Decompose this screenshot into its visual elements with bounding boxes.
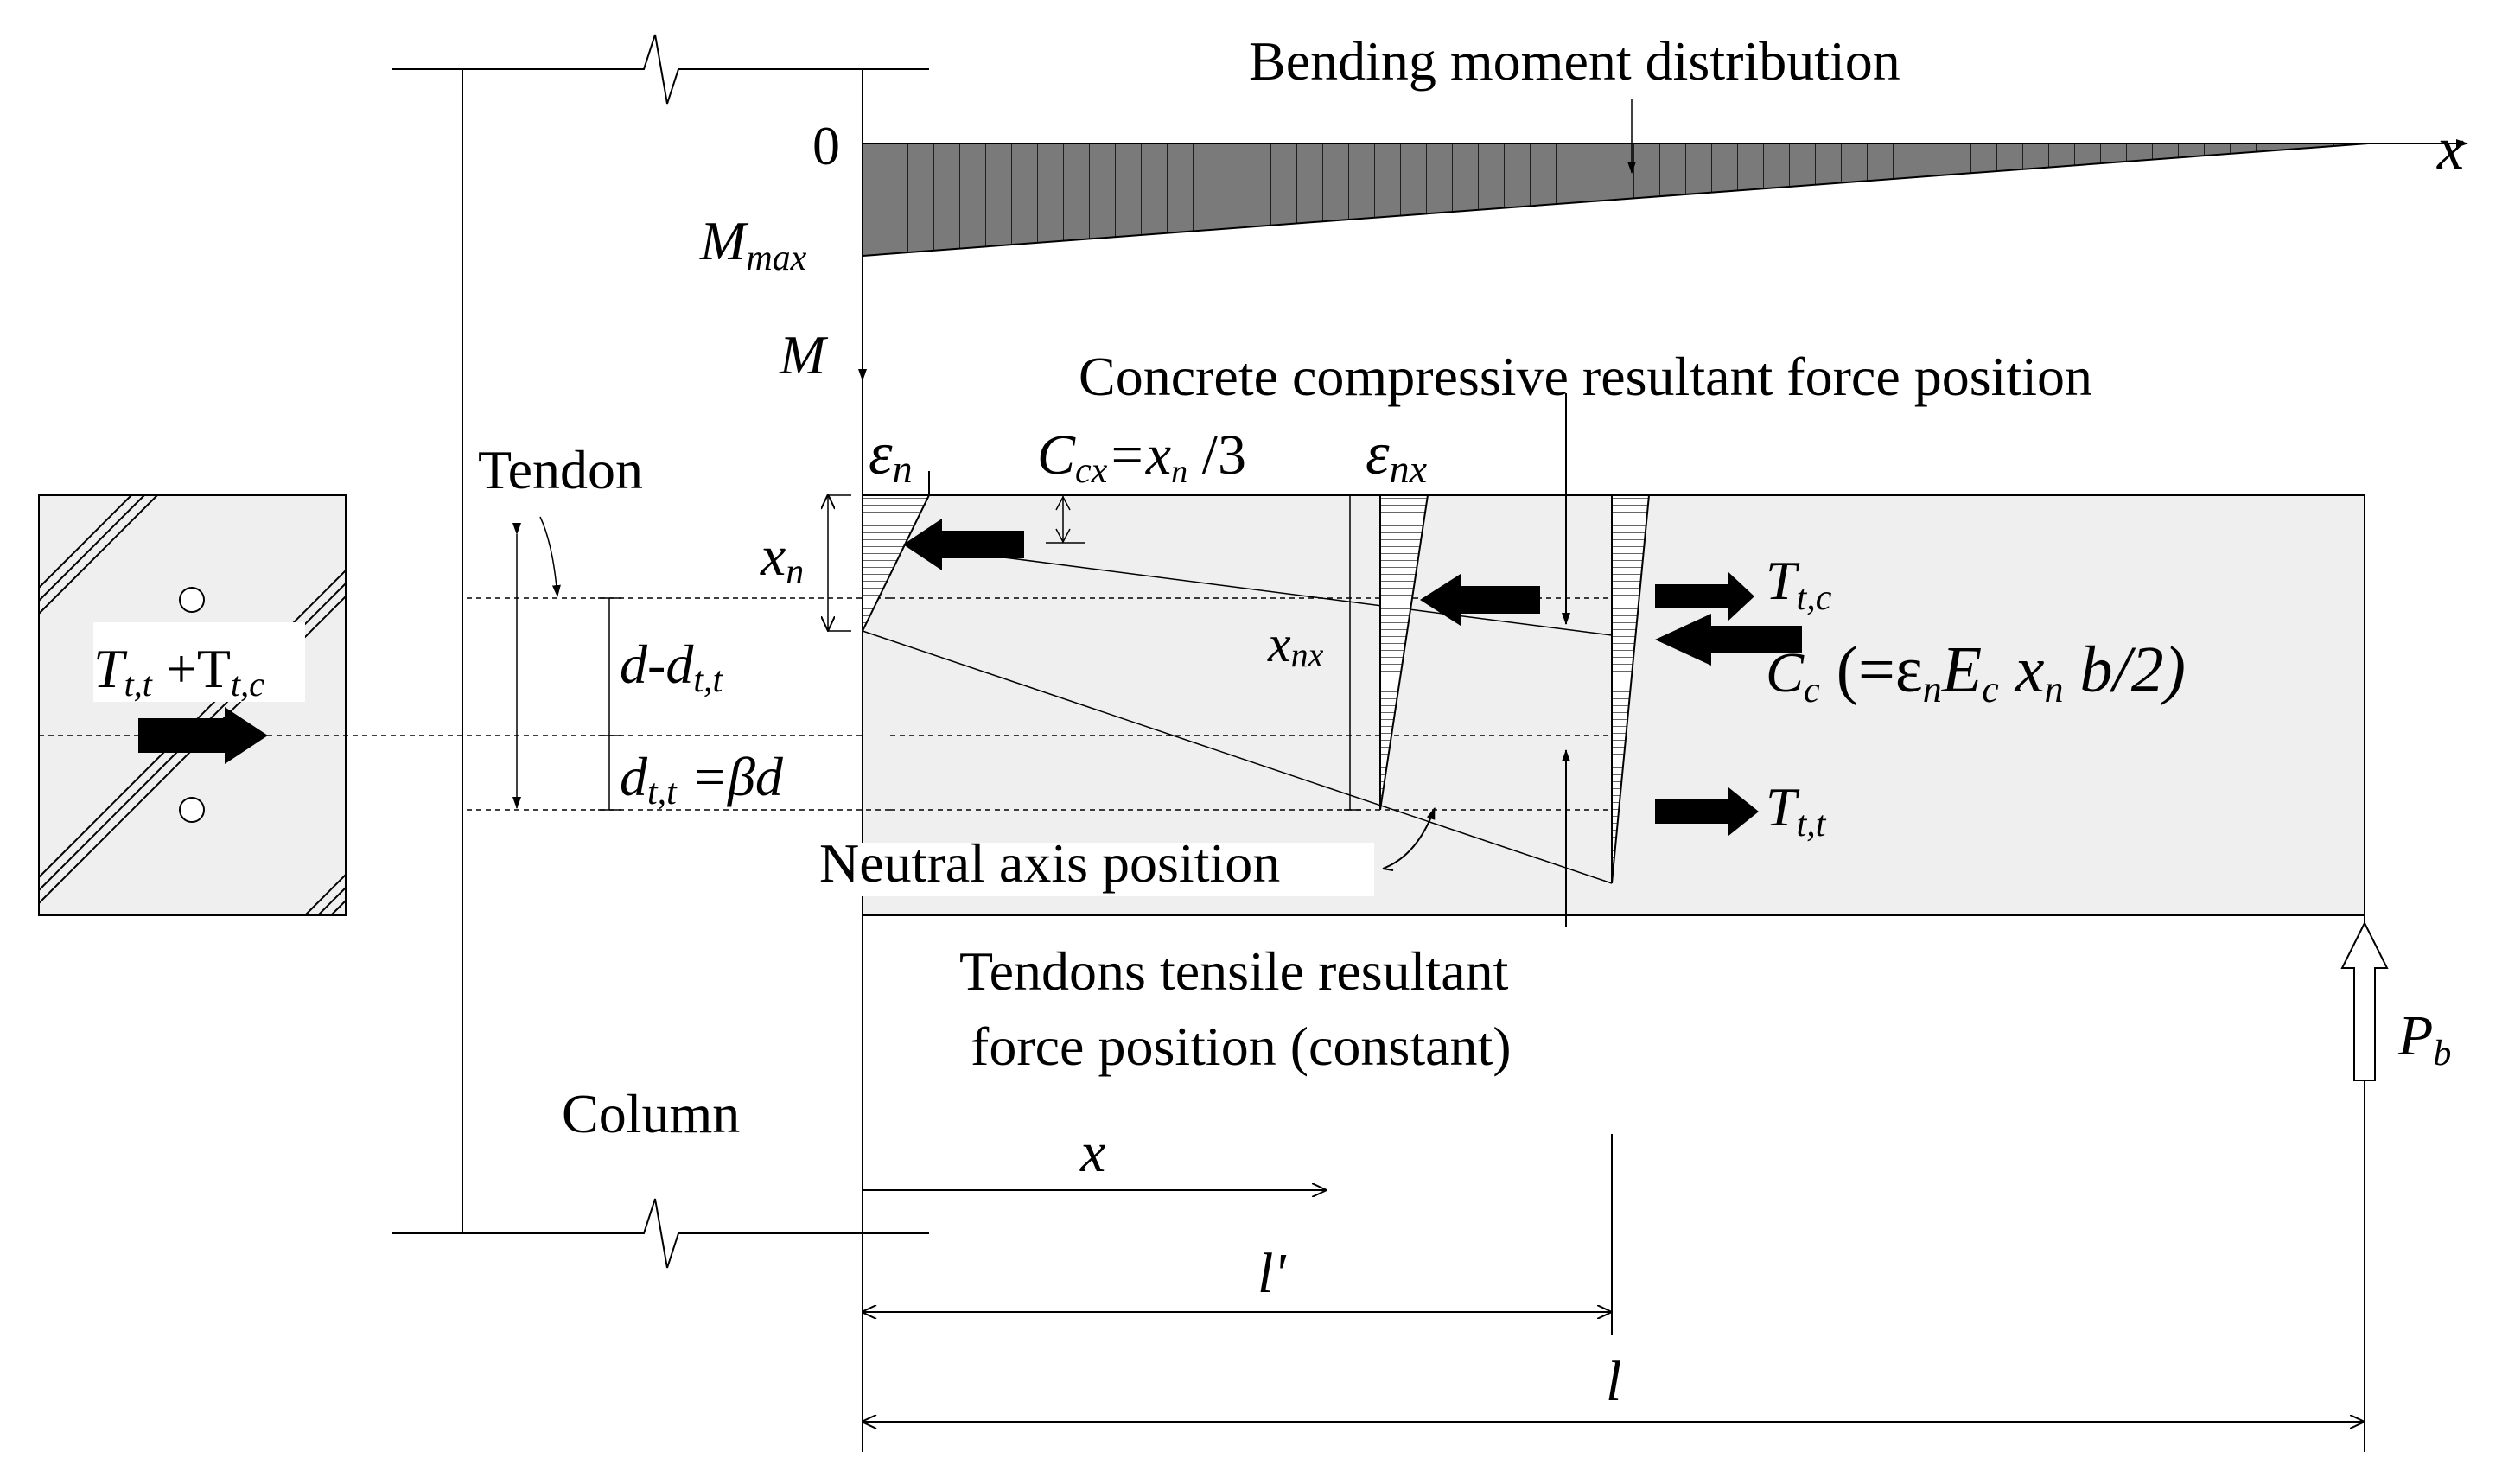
ttc-arrow	[1655, 572, 1754, 621]
x-dim-label: x	[1079, 1121, 1105, 1184]
neutral-axis-backdrop	[808, 843, 1374, 896]
moment-title: Bending moment distribution	[1249, 30, 1900, 92]
l-label: l	[1606, 1350, 1621, 1413]
neutral-axis-line	[862, 630, 1613, 884]
section-resultant-arrow	[138, 707, 268, 764]
ccx-label: Ccx=xn /3	[1037, 424, 1246, 491]
x-axis-label: x	[2436, 116, 2464, 182]
ttc-label: Tt,c	[1766, 550, 1832, 618]
dtt-label: dt,t =βd	[620, 746, 784, 812]
pb-arrow	[2340, 920, 2389, 1081]
tendons-tensile-line2: force position (constant)	[971, 1016, 1512, 1077]
xnx-label: xnx	[1267, 615, 1324, 674]
zero-label: 0	[812, 115, 840, 176]
moment-diagram: Bending moment distribution 0 x Mmax M	[699, 30, 2468, 385]
tendons-tensile-line1: Tendons tensile resultant	[959, 940, 1509, 1002]
cc-label: Cc (=εnEc xn b/2)	[1766, 634, 2186, 710]
d-minus-label: d-dt,t	[620, 634, 723, 700]
ttt-label: Tt,t	[1766, 776, 1827, 844]
column-label: Column	[562, 1083, 740, 1144]
beam	[467, 393, 2365, 927]
eps-nx-label: εnx	[1366, 421, 1428, 491]
neutral-axis-label: Neutral axis position	[819, 832, 1280, 894]
column: Column	[392, 34, 929, 1452]
compression-arrow-en	[903, 519, 1024, 570]
m-axis-label: M	[779, 324, 829, 385]
mmax-label: Mmax	[699, 210, 807, 278]
eps-n-label: εn	[869, 421, 913, 491]
section-force-label: Tt,t +Tt,c	[93, 638, 264, 704]
dimensions	[512, 495, 2389, 1452]
section-label-backdrop	[93, 622, 305, 702]
cross-section: Tt,t +Tt,c	[38, 494, 890, 916]
tendon-hole-top	[179, 587, 205, 613]
section-outline	[38, 494, 347, 916]
tendon-label: Tendon	[478, 439, 643, 500]
pb-label: Pb	[2397, 1004, 2451, 1073]
neutral-axis-leader	[1382, 807, 1436, 869]
xn-label: xn	[760, 525, 804, 592]
tendon-hole-bottom	[179, 797, 205, 823]
cc-arrow	[1655, 614, 1802, 666]
compression-arrow-enx	[1420, 574, 1540, 626]
ttt-arrow	[1655, 787, 1759, 836]
l-prime-label: l'	[1257, 1242, 1287, 1305]
ccr-title: Concrete compressive resultant force pos…	[1079, 346, 2092, 407]
labels: Tendon Concrete compressive resultant fo…	[478, 346, 2451, 1413]
